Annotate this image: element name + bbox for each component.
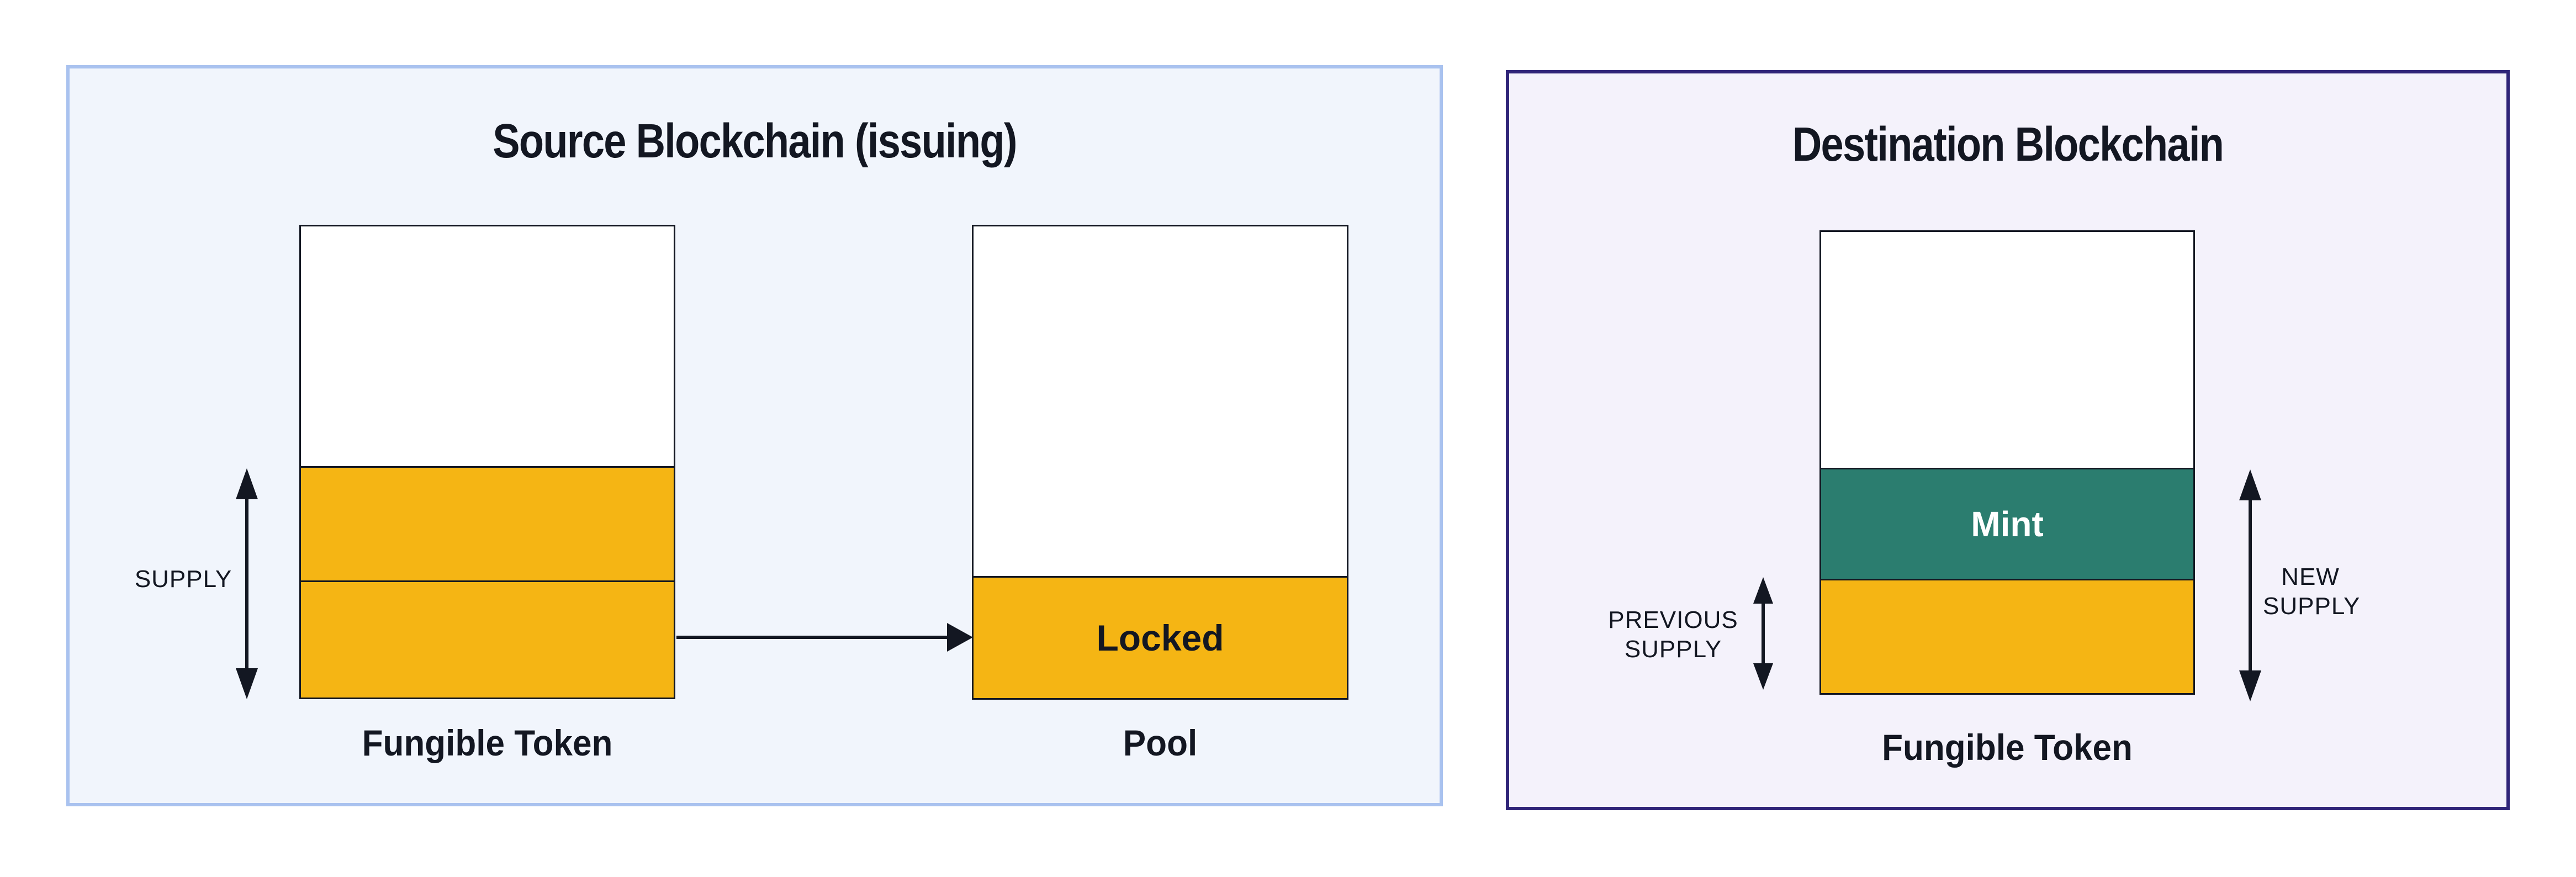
supply-range-double-arrow-icon (236, 468, 258, 699)
arrow-up-head (2239, 469, 2261, 500)
fungible-token-label-source: Fungible Token (362, 722, 613, 763)
new-supply-label: NEW SUPPLY (2263, 563, 2361, 620)
supply-upper-segment (301, 466, 674, 580)
pool-locked-segment: Locked (974, 576, 1347, 698)
arrow-down-head (1753, 663, 1773, 690)
arrow-up-head (1753, 577, 1773, 604)
new-supply-double-arrow-icon (2239, 469, 2261, 701)
destination-panel-title: Destination Blockchain (1792, 118, 2224, 171)
supply-label: SUPPLY (134, 566, 232, 593)
mint-label: Mint (1971, 504, 2044, 544)
fungible-token-box-destination: Mint (1819, 230, 2195, 695)
source-panel-title: Source Blockchain (issuing) (493, 114, 1017, 168)
pool-empty-segment (974, 226, 1347, 576)
locked-label: Locked (1096, 617, 1224, 658)
arrow-down-head (236, 668, 258, 699)
unissued-supply-segment (1821, 232, 2193, 468)
arrow-up-head (236, 468, 258, 499)
unissued-supply-segment (301, 226, 674, 466)
previous-supply-label: PREVIOUS SUPPLY (1608, 606, 1738, 663)
fungible-token-label-destination: Fungible Token (1882, 727, 2133, 768)
minted-supply-segment: Mint (1821, 468, 2193, 579)
fungible-token-box-source (299, 225, 675, 699)
pool-box: Locked (972, 225, 1348, 700)
lock-transfer-arrow-icon (676, 623, 973, 652)
arrow-right-head (947, 623, 973, 652)
arrow-down-head (2239, 670, 2261, 701)
pool-label: Pool (1123, 722, 1198, 763)
supply-locked-portion-segment (301, 580, 674, 698)
previous-supply-double-arrow-icon (1753, 577, 1773, 690)
previous-supply-segment (1821, 579, 2193, 693)
